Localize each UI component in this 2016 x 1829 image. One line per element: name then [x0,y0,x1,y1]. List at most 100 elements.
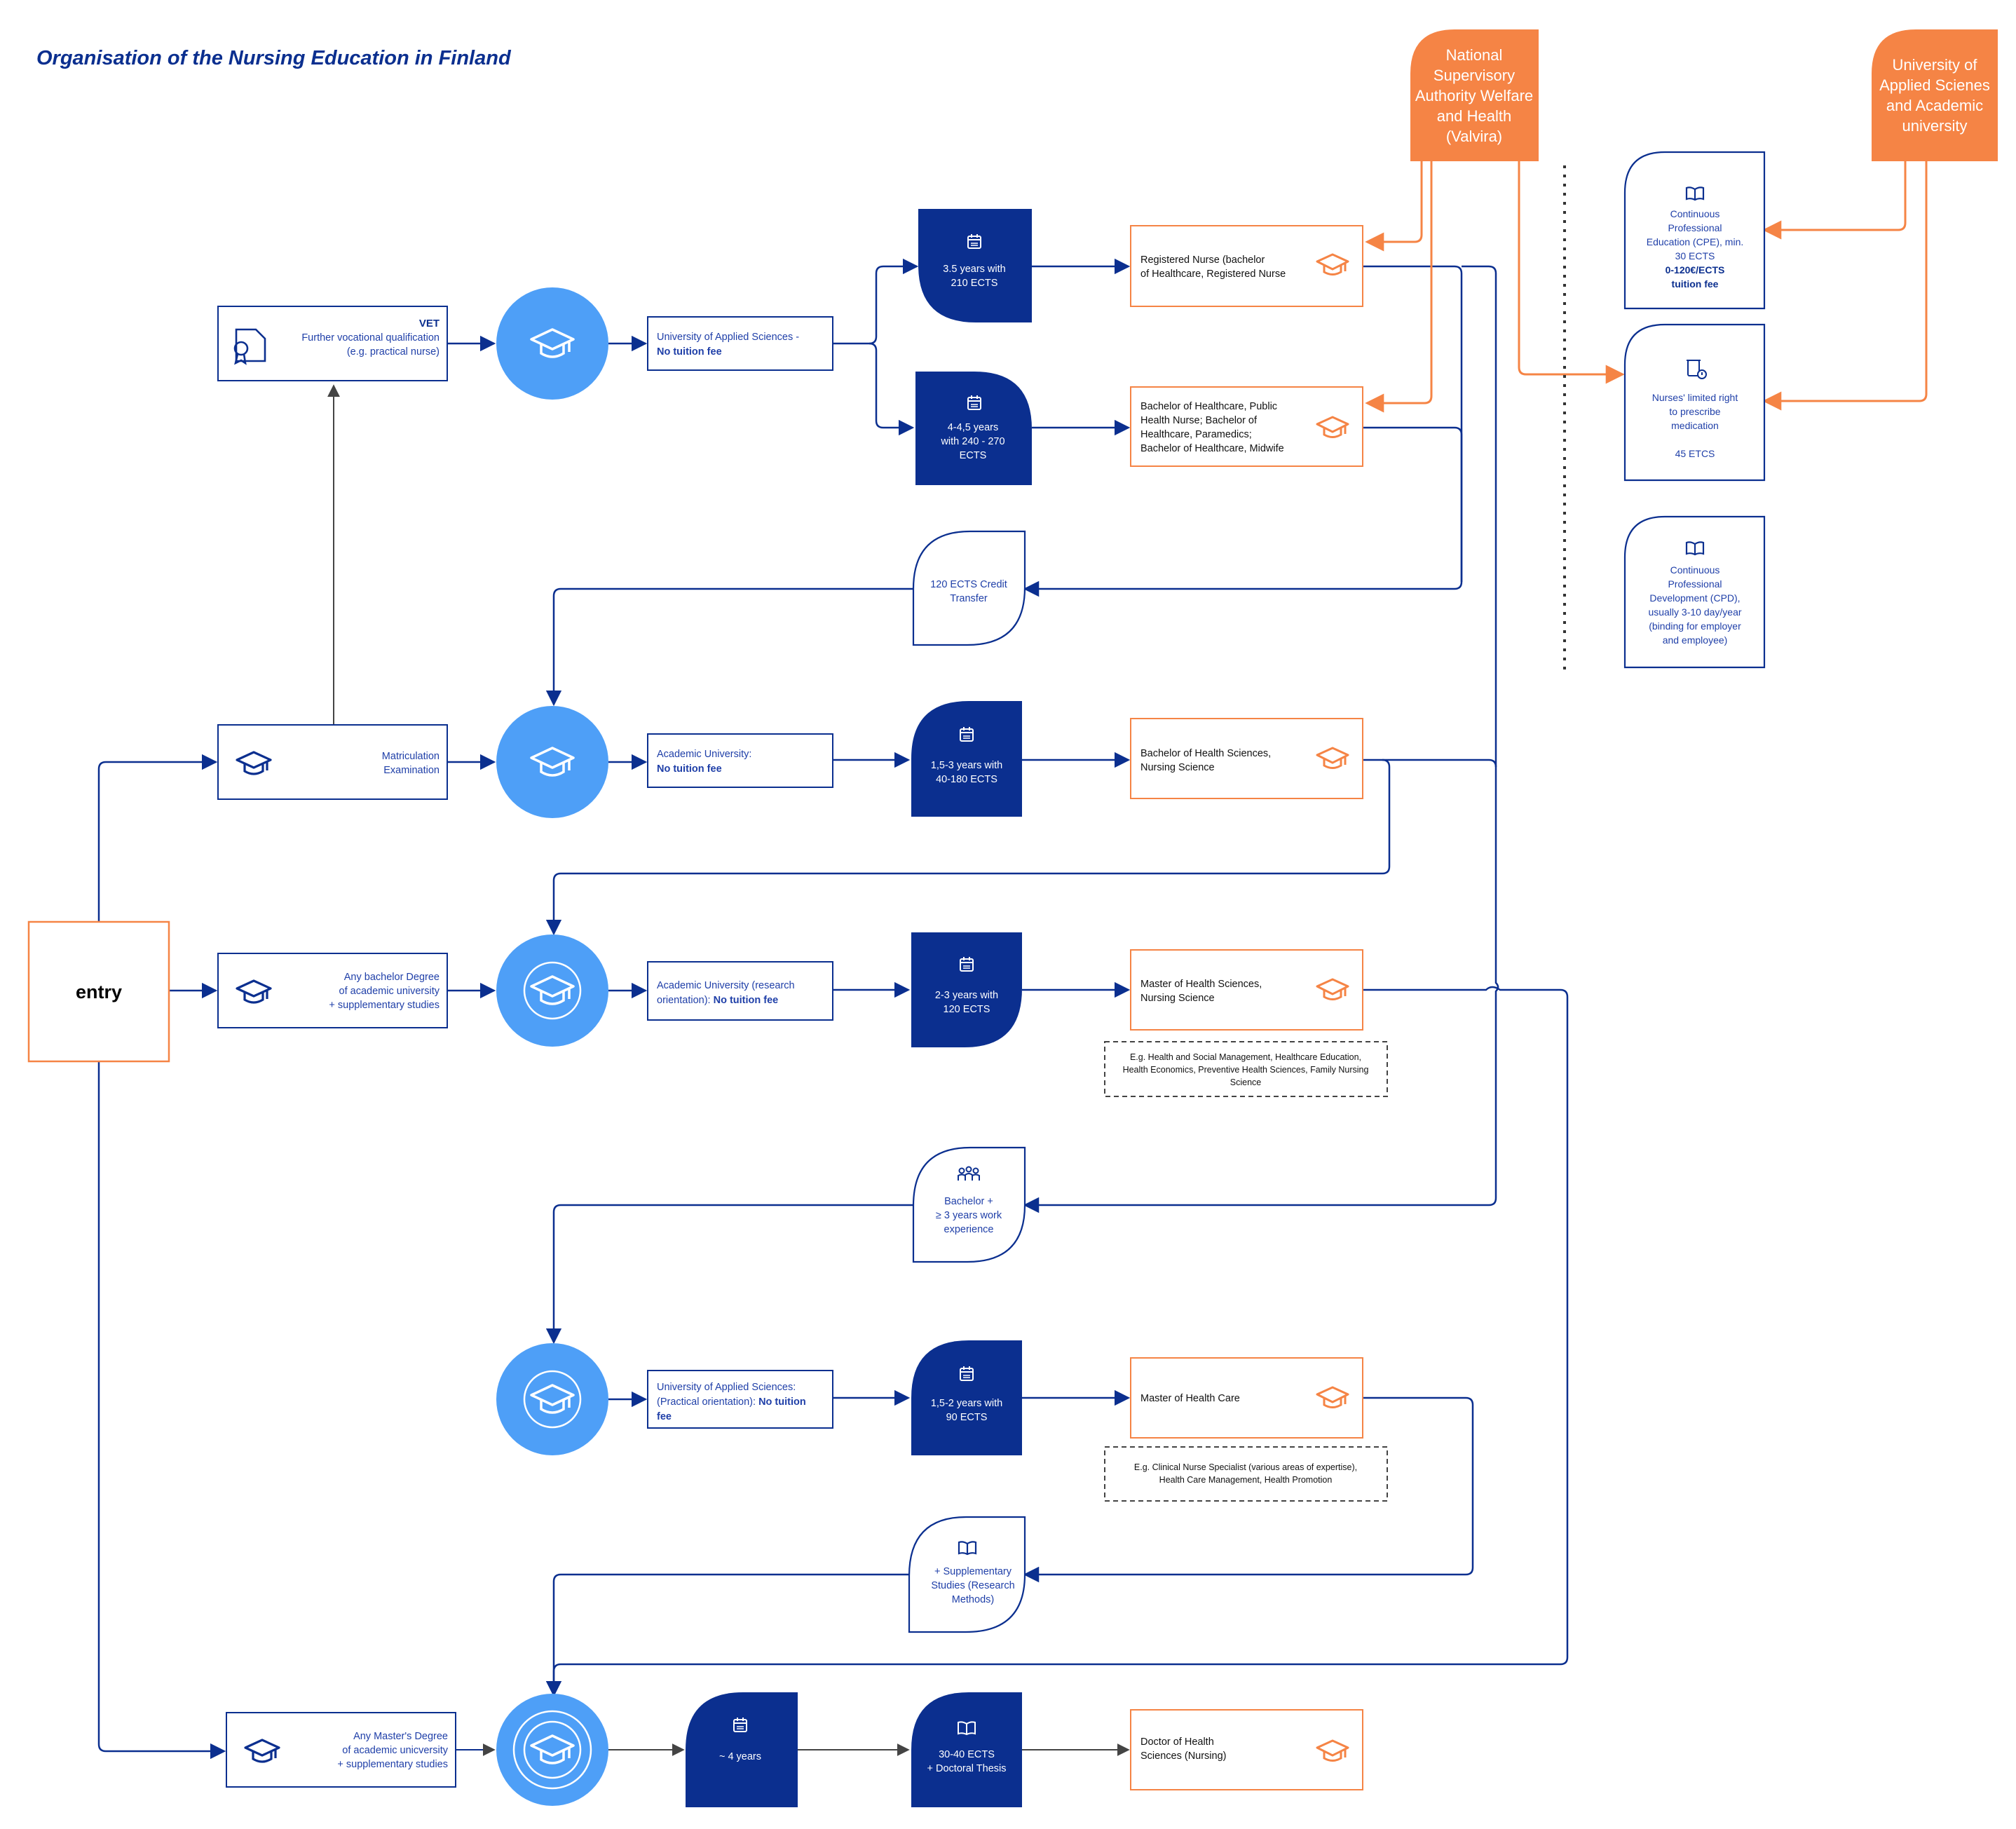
people-icon [958,1166,980,1181]
rn-lines-line: of Healthcare, Registered Nurse [1140,268,1286,280]
institution-uas-practical-fee1: No tuition [758,1396,806,1408]
degree-bachelor-health-sciences: Bachelor of Health Sciences, Nursing Scie… [1130,718,1363,799]
note-mhs-lines-line: E.g. Health and Social Management, Healt… [1130,1052,1361,1062]
degree-master-health-sciences: Master of Health Sciences,Nursing Scienc… [1130,949,1363,1031]
note-mhs-text: E.g. Health and Social Management, Healt… [1123,1052,1369,1087]
institution-academic-line1: Academic University: [657,749,751,760]
credit-lines-line: 120 ECTS Credit [930,579,1007,590]
d1-lines-line: 210 ECTS [951,278,998,289]
entry-label: entry [76,981,122,1002]
university-text-line: university [1902,117,1968,135]
bachelor-lines-line: Any bachelor Degree [344,972,440,983]
university-text-line: University of [1892,56,1977,74]
connector-bhs-circle3 [545,759,1391,936]
note-master-health-sciences: E.g. Health and Social Management, Healt… [1104,1041,1388,1097]
note-mhc-lines-line: E.g. Clinical Nurse Specialist (various … [1134,1462,1357,1472]
institution-uas-practical-line1: University of Applied Sciences: [657,1382,796,1393]
connector-valvira-prescribe [1518,161,1625,384]
connector-valvira-bh [1365,161,1433,413]
prescribe-ects: 45 ETCS [1675,448,1715,459]
vet-box: VET Further vocational qualification(e.g… [217,306,448,381]
vet-description: Further vocational qualification(e.g. pr… [301,332,440,358]
bhs-lines-line: Nursing Science [1140,762,1215,773]
valvira-text-line: and Health [1437,107,1511,125]
master-lines-line: of academic unicversity [342,1745,448,1756]
institution-academic-fee: No tuition fee [657,763,722,775]
duration-6-text: ~ 4 years [719,1751,761,1762]
prescribe-lines-line: medication [1671,420,1719,431]
cpe-fee-line: 0-120€/ECTS [1666,264,1725,276]
d1-lines-line: 3.5 years with [943,264,1005,275]
connector-rn-work [1023,265,1499,1213]
degree-master-health-care-text: Master of Health Care [1140,1393,1240,1404]
credit-lines-line: Transfer [950,593,988,604]
connector-mhc-supp [1023,1396,1474,1583]
note-mhs-lines-line: Health Economics, Preventive Health Scie… [1123,1065,1369,1075]
work-lines-line: experience [944,1224,994,1235]
d5-lines-line: 1,5-2 years with [931,1398,1002,1409]
degree-registered-nurse: Registered Nurse (bachelor of Healthcare,… [1130,225,1363,307]
duration-5-text: 1,5-2 years with 90 ECTS [931,1398,1002,1423]
d4-lines-line: 120 ECTS [944,1004,990,1015]
supp-lines-line: Methods) [952,1594,994,1605]
circle-institution-2 [496,706,608,818]
d2-lines-line: ECTS [960,450,987,461]
cpd-lines-line: Professional [1668,578,1722,590]
d7-lines-line: + Doctoral Thesis [927,1763,1007,1774]
institution-academic-research: Academic University (research orientatio… [647,961,833,1021]
duration-1-text: 3.5 years with 210 ECTS [943,264,1005,289]
rn-lines-line: Registered Nurse (bachelor [1140,254,1265,266]
bhs-lines-line: Bachelor of Health Sciences, [1140,748,1271,759]
connector-university-prescribe [1762,161,1928,411]
university-text-line: and Academic [1886,97,1983,114]
work-lines-line: Bachelor + [944,1196,993,1207]
cpe-lines-line: Professional [1668,222,1722,233]
bh-lines-line: Healthcare, Paramedics; [1140,429,1252,440]
connector-mhs-doctor [545,986,1569,1697]
valvira-text-line: (Valvira) [1446,128,1502,145]
valvira-text-line: National [1446,46,1503,64]
connector-credit-circle2 [545,587,915,707]
institution-uas-practical-orientation: (Practical orientation): [657,1396,758,1408]
connector-supp-circle5 [545,1573,909,1697]
mhs-lines-line: Master of Health Sciences, [1140,979,1262,990]
institution-academic-research-orientation: orientation): [657,995,714,1006]
master-lines-line: + supplementary studies [337,1759,448,1770]
institution-uas-fee: No tuition fee [657,346,722,358]
master-degree-label: Any Master's Degree of academic unicversi… [337,1731,448,1770]
entry-box: entry [27,920,170,1063]
institution-uas: University of Applied Sciences - No tuit… [647,316,833,371]
duration-7-text: 30-40 ECTS+ Doctoral Thesis [927,1749,1007,1774]
duration-leaf-6: ~ 4 years [686,1692,798,1807]
master-lines-line: Any Master's Degree [353,1731,448,1742]
doc-lines-line: Doctor of Health [1140,1736,1214,1748]
institution-academic-research-fee: No tuition fee [714,995,779,1006]
prescribe-lines-line: Nurses' limited right [1652,392,1738,403]
matric-lines-line: Examination [383,765,440,776]
supp-lines-line: + Supplementary [934,1566,1012,1577]
institution-academic-research-line1: Academic University (research [657,980,795,991]
note-master-health-care: E.g. Clinical Nurse Specialist (various … [1104,1446,1388,1502]
bh-lines-line: Bachelor of Healthcare, Midwife [1140,443,1284,454]
d2-lines-line: 4-4,5 years [948,422,999,433]
cpe-fee-line: tuition fee [1672,278,1719,290]
d5-lines-line: 90 ECTS [946,1412,988,1423]
connector-entry-matriculation [97,754,218,922]
